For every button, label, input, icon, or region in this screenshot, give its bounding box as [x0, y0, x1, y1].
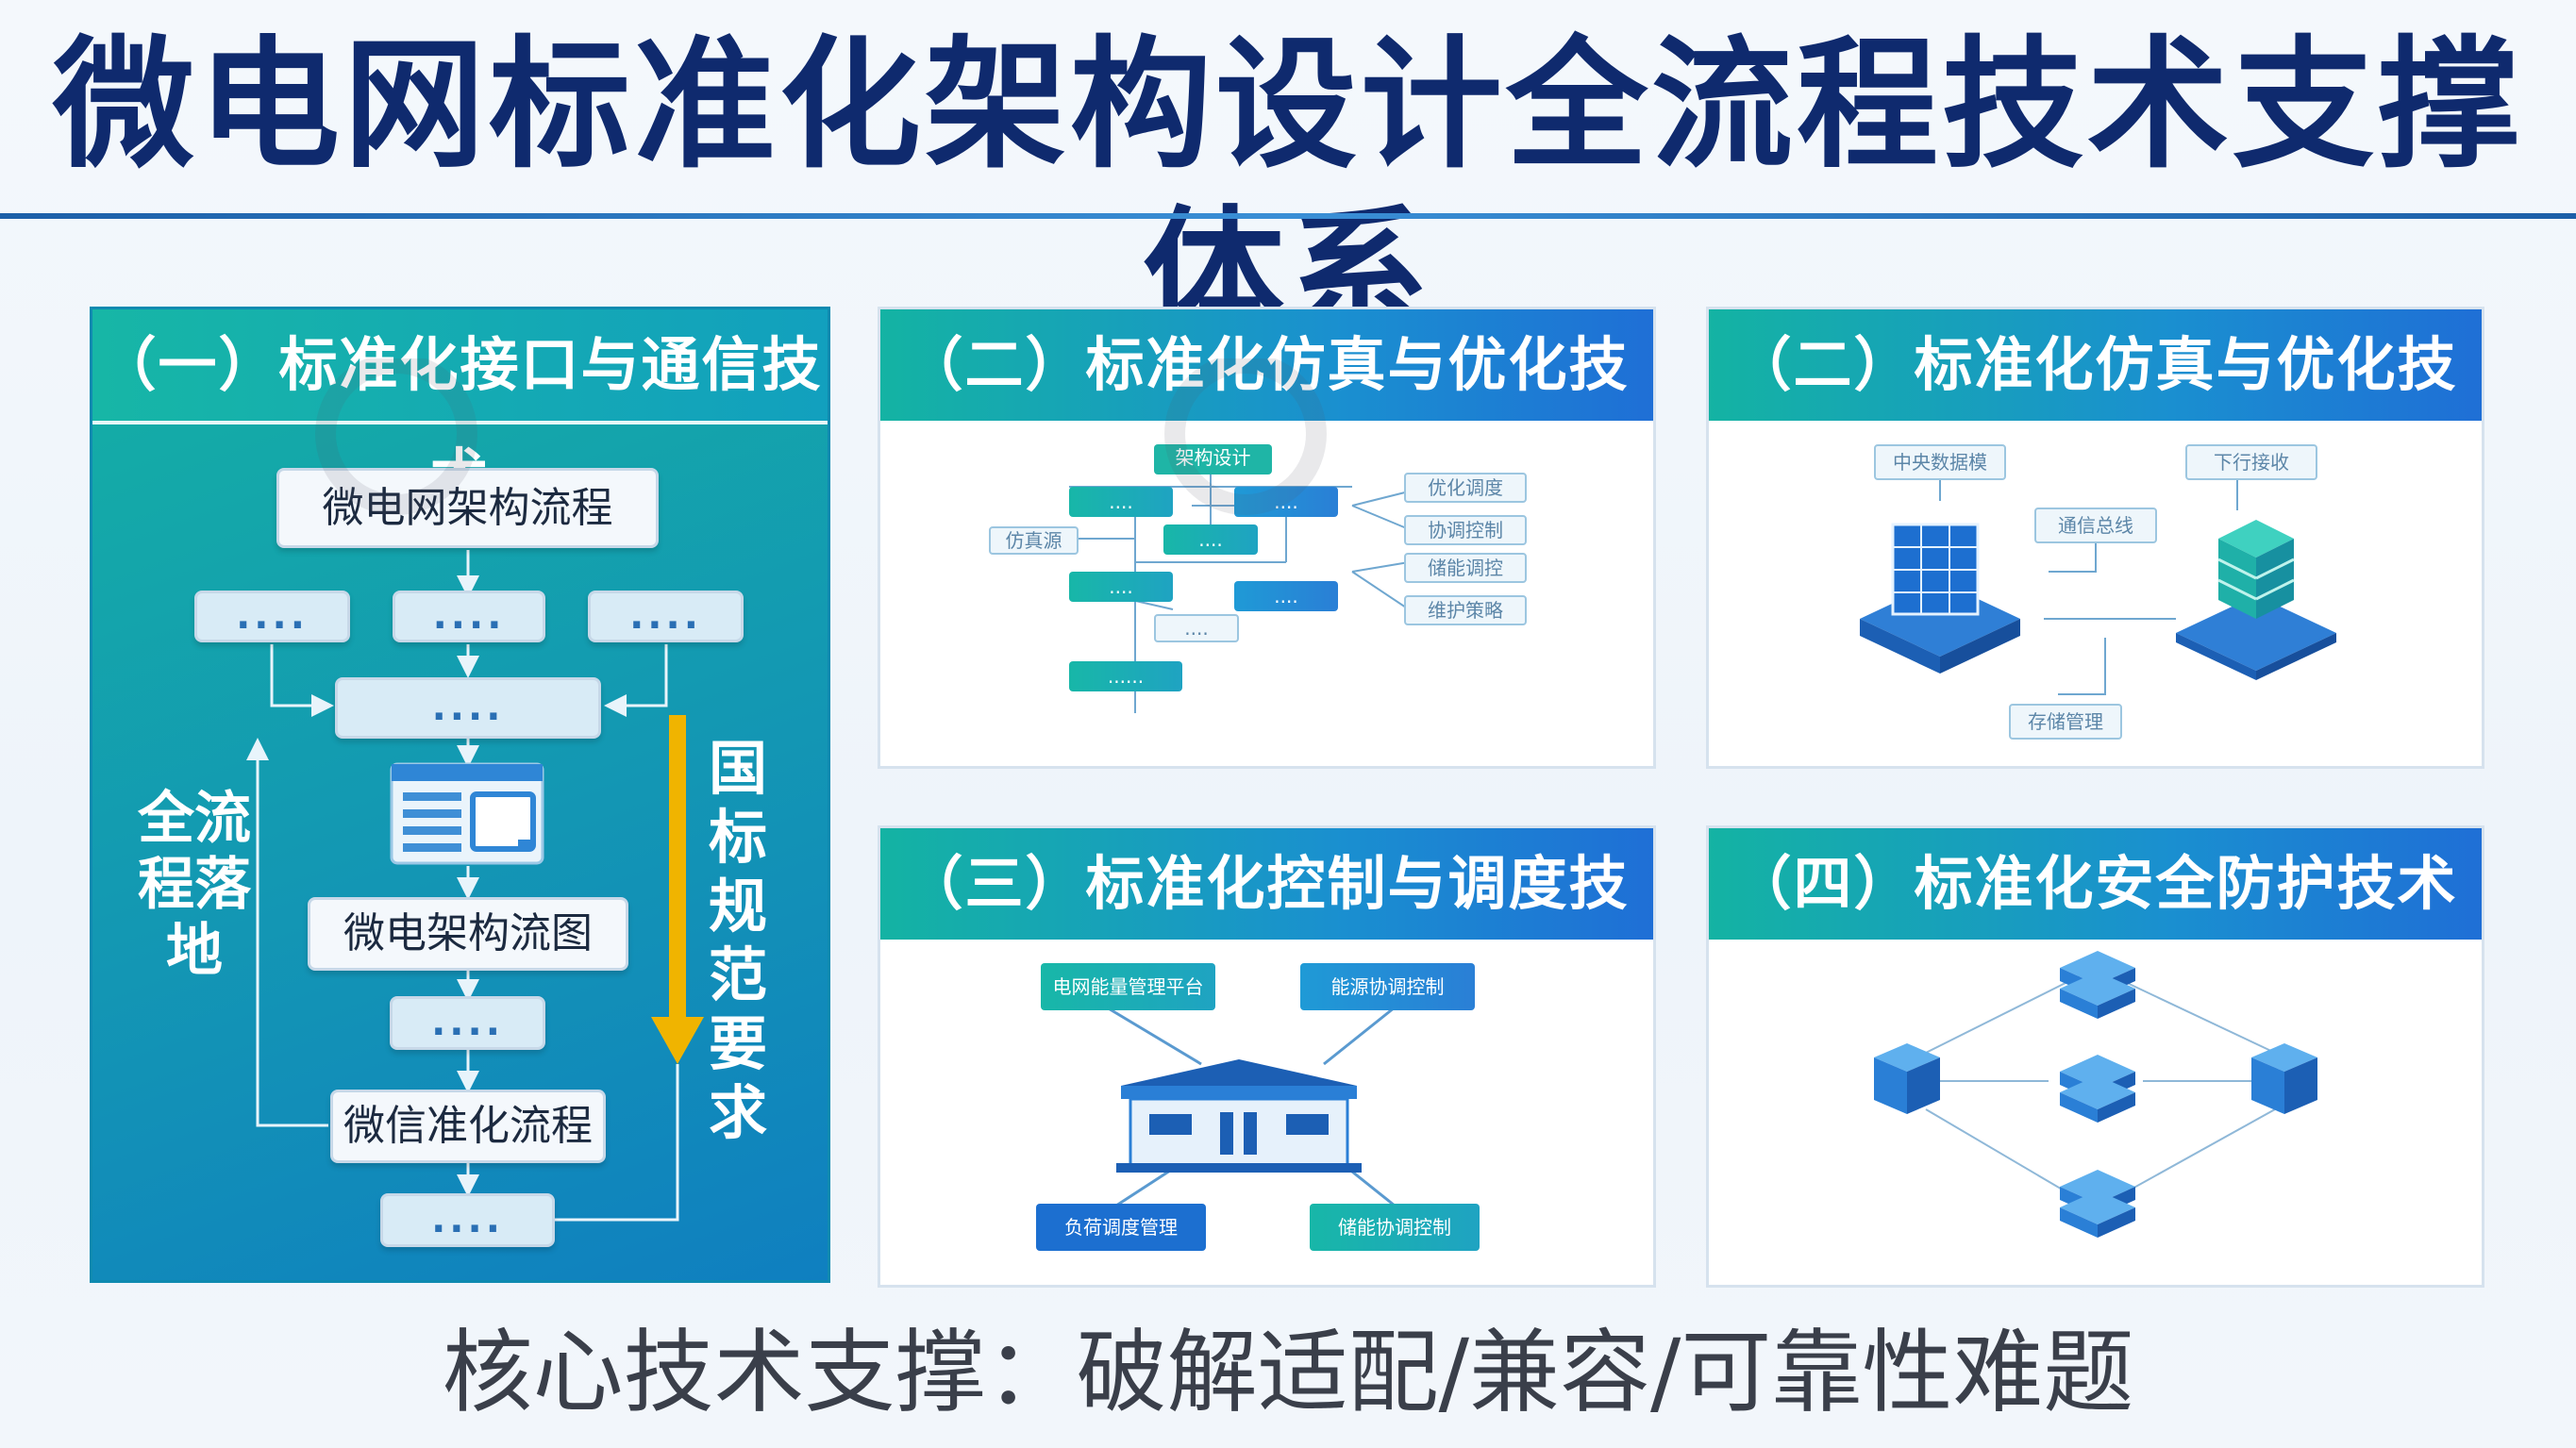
- flow-step-dots: ....: [194, 591, 350, 642]
- node-dots: ....: [1069, 487, 1173, 517]
- building-icon: [1116, 1059, 1362, 1173]
- node-simulation-source: 仿真源: [989, 526, 1079, 555]
- flow-step-dots: ....: [335, 677, 601, 739]
- panel-simulation-optimization-2: （二）标准化仿真与优化技术 中央数据模 下行接收 通信总线 存储管理: [1706, 307, 2484, 769]
- flow-step-dots: ....: [380, 1193, 555, 1247]
- flow-step-dots: ....: [588, 591, 744, 642]
- label-downlink-receive: 下行接收: [2185, 444, 2317, 480]
- database-icon: [2060, 951, 2135, 1019]
- node-maintenance-strategy: 维护策略: [1404, 595, 1527, 625]
- node-storage-control: 储能调控: [1404, 553, 1527, 583]
- label-energy-coordination: 能源协调控制: [1300, 963, 1475, 1010]
- flow-box-architecture-process: 微电网架构流程: [276, 468, 659, 548]
- panel-security-protection: （四）标准化安全防护技术: [1706, 825, 2484, 1288]
- panel-interface-communication: （一）标准化接口与通信技术 微电网架构流程 .... ...: [90, 307, 830, 1283]
- panel-simulation-optimization: （二）标准化仿真与优化技术 架构设计 .... .... 仿真源 .... ..…: [878, 307, 1656, 769]
- flow-box-standardization-process: 微信准化流程: [330, 1090, 606, 1163]
- title-divider: [0, 213, 2576, 219]
- watermark-logo: [315, 358, 1327, 515]
- panel-title: （三）标准化控制与调度技术: [880, 828, 1653, 1029]
- document-icon: [390, 762, 544, 865]
- panel-title: （四）标准化安全防护技术: [1709, 828, 2482, 940]
- node-dots: ....: [1163, 524, 1258, 555]
- label-load-dispatch: 负荷调度管理: [1036, 1204, 1206, 1251]
- label-national-standard: 国标规范要求: [708, 734, 767, 1147]
- flow-step-dots: ....: [390, 996, 545, 1050]
- node-dots: ....: [1154, 614, 1239, 642]
- flow-box-architecture-diagram: 微电架构流图: [308, 897, 628, 971]
- page-title: 微电网标准化架构设计全流程技术支撑体系: [52, 24, 2523, 358]
- solar-panel-icon: [1860, 523, 2020, 674]
- label-full-process: 全流程落地: [138, 786, 251, 984]
- security-network-diagram: [1874, 951, 2317, 1238]
- panel-control-dispatch: （三）标准化控制与调度技术 电网能量管理平台 能源协调控制 负荷调度管理 储能协…: [878, 825, 1656, 1288]
- node-dots: ....: [1234, 487, 1338, 517]
- footer-summary: 核心技术支撑：破解适配/兼容/可靠性难题: [442, 1320, 2134, 1425]
- node-dots: ....: [1234, 581, 1338, 611]
- label-storage-coordination: 储能协调控制: [1310, 1204, 1480, 1251]
- node-dots: ......: [1069, 661, 1182, 691]
- flow-step-dots: ....: [393, 591, 545, 642]
- node-optimization-dispatch: 优化调度: [1404, 473, 1527, 503]
- label-energy-platform: 电网能量管理平台: [1041, 963, 1215, 1010]
- panel-title: （二）标准化仿真与优化技术: [1709, 309, 2482, 510]
- label-central-data: 中央数据模: [1874, 444, 2006, 480]
- node-architecture-design: 架构设计: [1154, 444, 1272, 474]
- panel-title: （一）标准化接口与通信技术: [92, 309, 828, 510]
- server-stack-icon: [2176, 520, 2336, 680]
- node-coordinated-control: 协调控制: [1404, 515, 1527, 545]
- label-communication-bus: 通信总线: [2034, 508, 2157, 543]
- node-dots: ....: [1069, 572, 1173, 602]
- label-storage-management: 存储管理: [2009, 704, 2122, 740]
- flow-connectors: [246, 550, 704, 1222]
